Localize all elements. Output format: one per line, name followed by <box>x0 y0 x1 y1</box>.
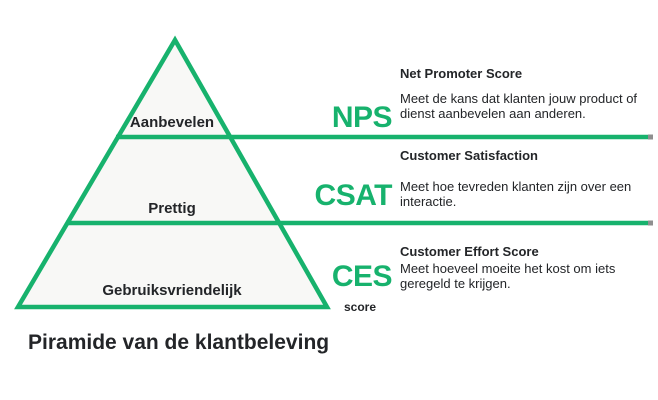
metric-description-ces: Meet hoeveel moeite het kost om iets ger… <box>400 261 616 292</box>
metric-heading-csat: Customer Satisfaction <box>400 148 538 163</box>
pyramid-level-aanbevelen: Aanbevelen <box>129 114 215 131</box>
line-end-cap-middle <box>648 220 653 226</box>
diagram-caption: Piramide van de klantbeleving <box>28 331 330 354</box>
metric-abbr-ces: CES <box>331 260 393 293</box>
metric-abbr-csat: CSAT <box>314 179 393 212</box>
metric-heading-ces: Customer Effort Score <box>400 244 539 259</box>
metric-abbr-nps: NPS <box>331 101 393 134</box>
line-end-cap-top <box>648 134 653 140</box>
metric-description-csat: Meet hoe tevreden klanten zijn over een … <box>400 179 632 210</box>
metric-heading-nps: Net Promoter Score <box>400 66 523 81</box>
pyramid-level-gebruiksvriendelijk: Gebruiksvriendelijk <box>102 282 242 299</box>
pyramid-level-prettig: Prettig <box>148 200 196 217</box>
pyramid-shape <box>14 35 331 310</box>
metric-description-nps: Meet de kans dat klanten jouw product of… <box>400 91 638 122</box>
metric-note-ces: score <box>344 300 377 314</box>
